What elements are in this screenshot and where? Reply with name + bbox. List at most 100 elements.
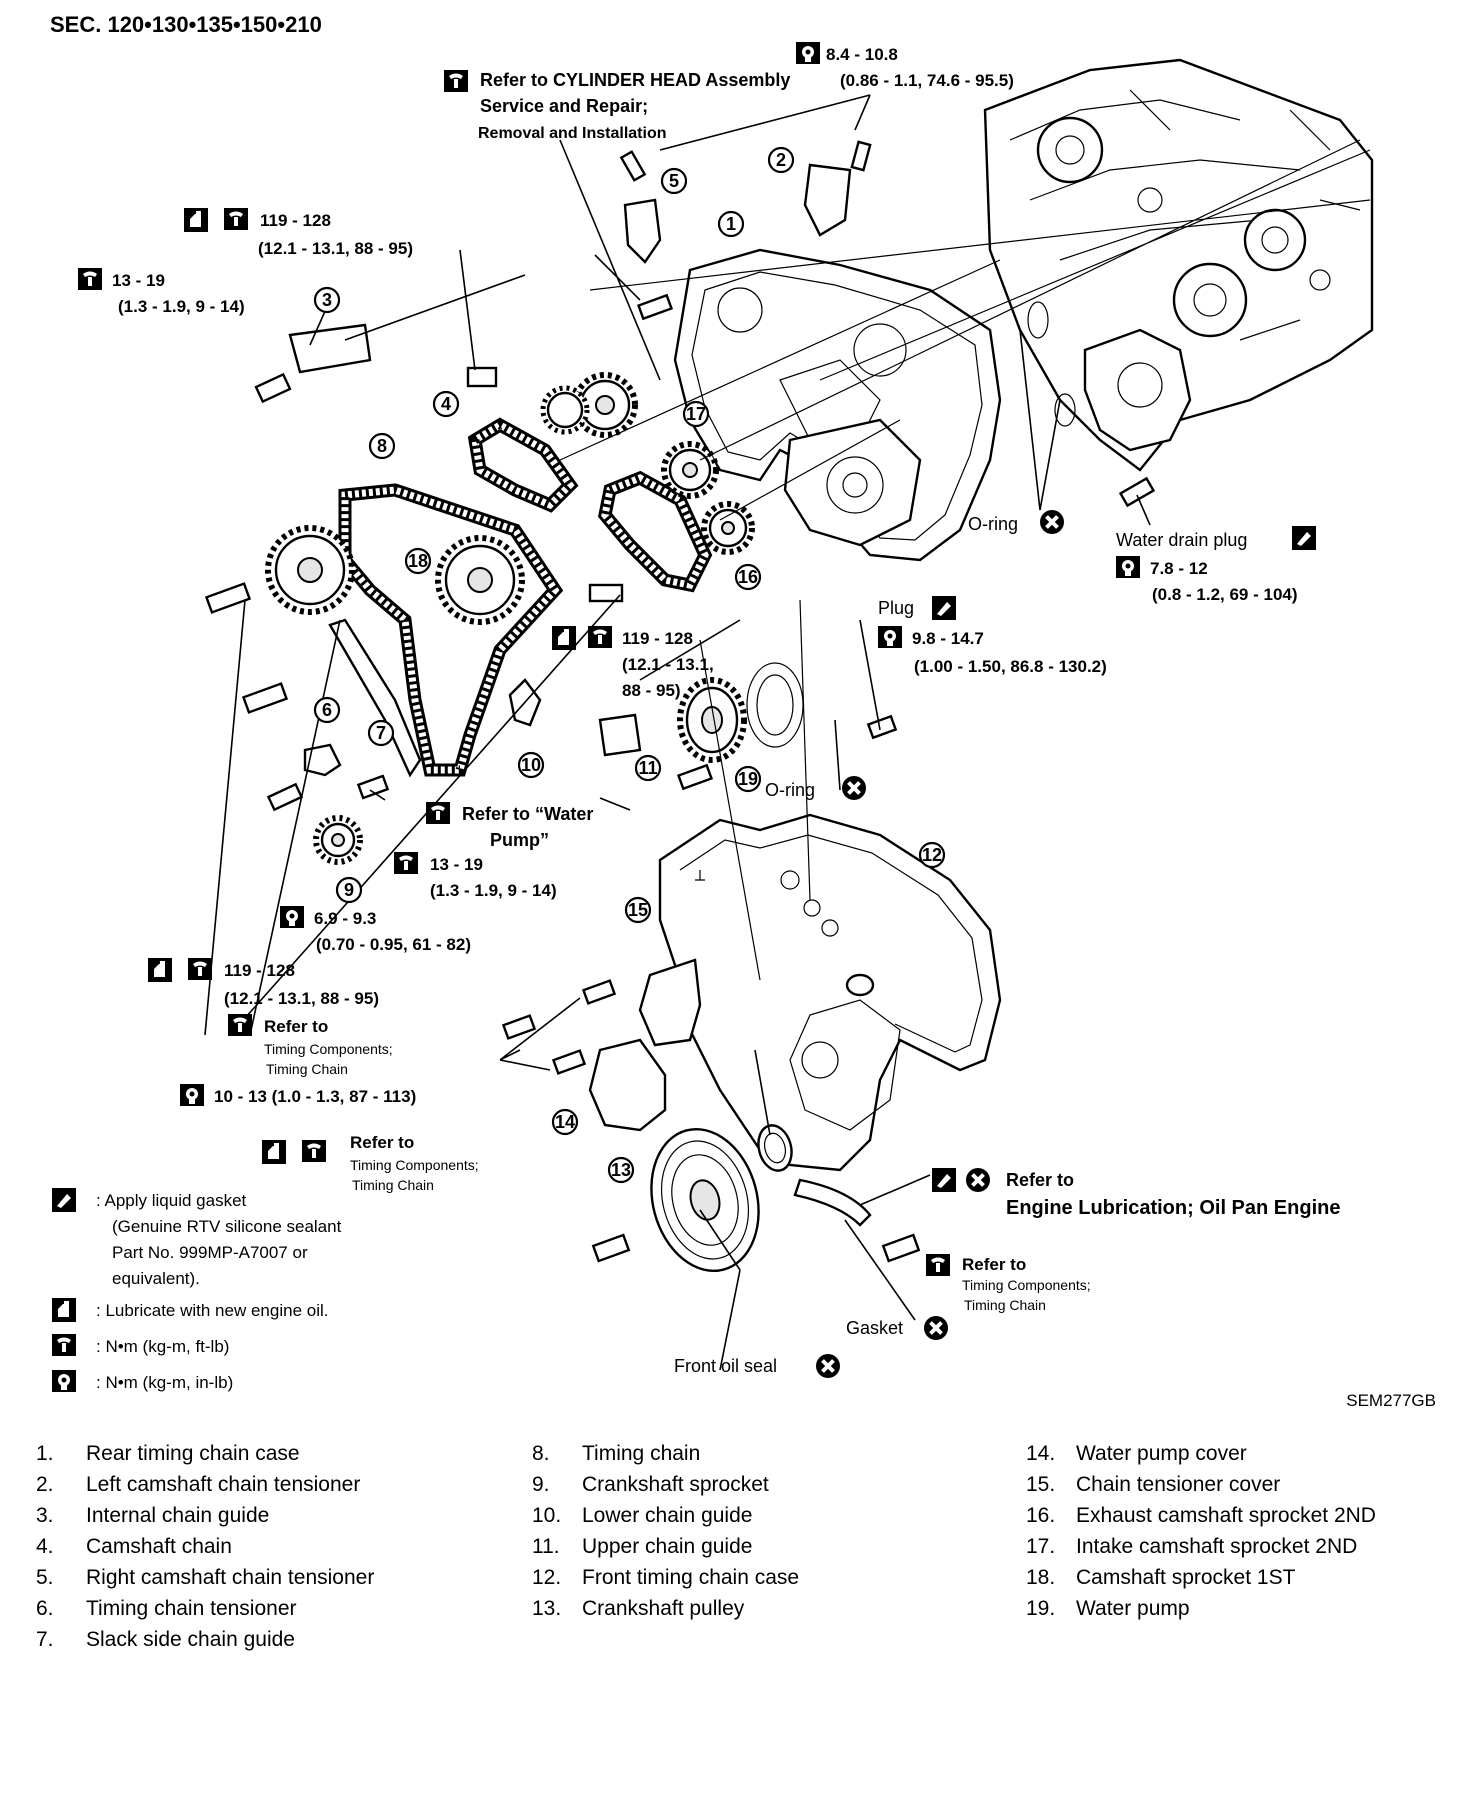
- svg-text:Refer to CYLINDER HEAD Assembl: Refer to CYLINDER HEAD Assembly: [480, 70, 790, 90]
- part-row: 10.Lower chain guide: [532, 1503, 753, 1527]
- marker-19: 19: [738, 769, 758, 789]
- svg-text:Timing Chain: Timing Chain: [964, 1297, 1046, 1313]
- left-camshaft-chain-tensioner: [803, 163, 852, 237]
- svg-text:(0.70 - 0.95, 61 - 82): (0.70 - 0.95, 61 - 82): [316, 935, 471, 954]
- timing-chain-exploded-diagram: SEC. 120•130•135•150•210: [50, 12, 1436, 1410]
- svg-text:7.8 - 12: 7.8 - 12: [1150, 559, 1208, 578]
- svg-text:: Apply liquid gasket: : Apply liquid gasket: [96, 1191, 247, 1210]
- marker-17: 17: [686, 404, 706, 424]
- marker-9: 9: [344, 880, 354, 900]
- part-row: 9.Crankshaft sprocket: [532, 1472, 769, 1496]
- svg-text:Refer to: Refer to: [350, 1133, 414, 1152]
- svg-text:8.4 - 10.8: 8.4 - 10.8: [826, 45, 898, 64]
- svg-text:(Genuine RTV silicone sealant: (Genuine RTV silicone sealant: [112, 1217, 342, 1236]
- marker-13: 13: [611, 1160, 631, 1180]
- svg-text:Part No. 999MP-A7007 or: Part No. 999MP-A7007 or: [112, 1243, 308, 1262]
- marker-5: 5: [669, 171, 679, 191]
- callout-c17: 10 - 13 (1.0 - 1.3, 87 - 113): [180, 1084, 416, 1106]
- oil-pan-gasket: [793, 1178, 872, 1227]
- marker-15: 15: [628, 900, 648, 920]
- svg-text:Engine Lubrication; Oil Pan En: Engine Lubrication; Oil Pan Engine: [1006, 1197, 1340, 1219]
- callout-c12: Refer to “Water Pump”: [426, 802, 593, 850]
- svg-text:(12.1 - 13.1, 88 - 95): (12.1 - 13.1, 88 - 95): [224, 989, 379, 1008]
- camshaft-chain: [467, 417, 579, 513]
- part-row: 4.Camshaft chain: [36, 1534, 232, 1558]
- svg-text:Front oil seal: Front oil seal: [674, 1356, 777, 1376]
- rear-case-pump-body: [783, 418, 922, 547]
- marker-18: 18: [408, 551, 428, 571]
- marker-4: 4: [441, 394, 451, 414]
- callout-c18: Refer to Timing Components; Timing Chain: [262, 1133, 479, 1193]
- right-camshaft-chain-tensioner: [623, 198, 662, 264]
- marker-2: 2: [776, 150, 786, 170]
- part-row: 17.Intake camshaft sprocket 2ND: [1026, 1534, 1358, 1558]
- svg-text:Refer to “Water: Refer to “Water: [462, 804, 593, 824]
- part-row: 19.Water pump: [1026, 1596, 1190, 1620]
- intake-camshaft-sprocket-2nd: [661, 441, 719, 499]
- callout-c20: Refer to Timing Components; Timing Chain: [926, 1254, 1091, 1313]
- svg-text:Timing Components;: Timing Components;: [350, 1157, 479, 1173]
- part-row: 13.Crankshaft pulley: [532, 1596, 745, 1620]
- marker-1: 1: [726, 214, 736, 234]
- marker-3: 3: [322, 290, 332, 310]
- callout-c8: Plug: [878, 596, 956, 620]
- marker-7: 7: [376, 723, 386, 743]
- water-pump: [677, 662, 804, 763]
- marker-8: 8: [377, 436, 387, 456]
- svg-text:Refer to: Refer to: [962, 1255, 1026, 1274]
- camshaft-sprocket-1st: [435, 535, 525, 625]
- svg-text:Water drain plug: Water drain plug: [1116, 530, 1247, 550]
- camshaft-sprocket-upper: [540, 372, 638, 438]
- part-row: 2.Left camshaft chain tensioner: [36, 1472, 361, 1496]
- svg-text:(0.8 - 1.2, 69 - 104): (0.8 - 1.2, 69 - 104): [1152, 585, 1298, 604]
- front-timing-chain-case: [658, 813, 1002, 1172]
- svg-text:13 - 19: 13 - 19: [430, 855, 483, 874]
- part-row: 5.Right camshaft chain tensioner: [36, 1565, 375, 1589]
- bolts: [204, 140, 1156, 1263]
- svg-text:Refer to: Refer to: [1006, 1170, 1074, 1190]
- slack-side-chain-guide: [328, 618, 422, 778]
- marker-16: 16: [738, 567, 758, 587]
- timing-chain: [338, 483, 564, 777]
- svg-text:13 - 19: 13 - 19: [112, 271, 165, 290]
- marker-6: 6: [322, 700, 332, 720]
- svg-text:Service and Repair;: Service and Repair;: [480, 96, 648, 116]
- callout-c14: 6.9 - 9.3 (0.70 - 0.95, 61 - 82): [280, 906, 471, 954]
- svg-text:Pump”: Pump”: [490, 830, 549, 850]
- svg-text:Timing Components;: Timing Components;: [264, 1041, 393, 1057]
- svg-text:: N•m (kg-m, ft-lb): : N•m (kg-m, ft-lb): [96, 1337, 229, 1356]
- svg-text:Plug: Plug: [878, 598, 914, 618]
- svg-text:119 - 128: 119 - 128: [224, 961, 295, 980]
- crankshaft-pulley: [650, 1127, 760, 1273]
- svg-text:O-ring: O-ring: [968, 514, 1018, 534]
- callout-c2: Refer to CYLINDER HEAD Assembly Service …: [444, 70, 790, 142]
- callout-c3: 119 - 128 (12.1 - 13.1, 88 - 95): [184, 208, 413, 258]
- svg-text:Timing Components;: Timing Components;: [962, 1277, 1091, 1293]
- symbol-key: : Apply liquid gasket (Genuine RTV silic…: [52, 1188, 342, 1392]
- parts-legend: 1.Rear timing chain case 2.Left camshaft…: [36, 1438, 1436, 1668]
- callout-c7: 7.8 - 12 (0.8 - 1.2, 69 - 104): [1116, 556, 1298, 604]
- svg-text:(1.3 - 1.9, 9 - 14): (1.3 - 1.9, 9 - 14): [430, 881, 557, 900]
- part-row: 11.Upper chain guide: [532, 1534, 753, 1558]
- callout-c5: O-ring: [968, 508, 1066, 536]
- svg-text:10 - 13 (1.0 - 1.3, 87 - 113): 10 - 13 (1.0 - 1.3, 87 - 113): [214, 1087, 416, 1106]
- part-row: 12.Front timing chain case: [532, 1565, 800, 1589]
- part-row: 18.Camshaft sprocket 1ST: [1026, 1565, 1296, 1589]
- marker-11: 11: [638, 758, 657, 778]
- exhaust-camshaft-sprocket-2nd: [701, 501, 755, 555]
- callout-c22: Front oil seal: [674, 1352, 842, 1380]
- part-markers: 1 2 3 4 5 6 7 8 9 10 11 12 13 14 15 16 1…: [313, 146, 946, 1184]
- svg-text:(0.86 - 1.1, 74.6 - 95.5): (0.86 - 1.1, 74.6 - 95.5): [840, 71, 1014, 90]
- marker-14: 14: [555, 1112, 575, 1132]
- svg-text:: Lubricate with new engine oi: : Lubricate with new engine oil.: [96, 1301, 328, 1320]
- part-row: 16.Exhaust camshaft sprocket 2ND: [1026, 1503, 1376, 1527]
- upper-chain-guide: [598, 713, 642, 757]
- parts-legend-column-2: 8.Timing chain 9.Crankshaft sprocket 10.…: [532, 1438, 799, 1624]
- svg-text:9.8 - 14.7: 9.8 - 14.7: [912, 629, 984, 648]
- svg-text:Timing Chain: Timing Chain: [352, 1177, 434, 1193]
- callout-c15: 119 - 128 (12.1 - 13.1, 88 - 95): [148, 958, 379, 1008]
- callout-c4: 13 - 19 (1.3 - 1.9, 9 - 14): [78, 268, 245, 316]
- timing-chain-tensioner: [303, 743, 342, 777]
- callout-c1: 8.4 - 10.8 (0.86 - 1.1, 74.6 - 95.5): [796, 42, 1014, 90]
- svg-text:119 - 128: 119 - 128: [622, 629, 693, 648]
